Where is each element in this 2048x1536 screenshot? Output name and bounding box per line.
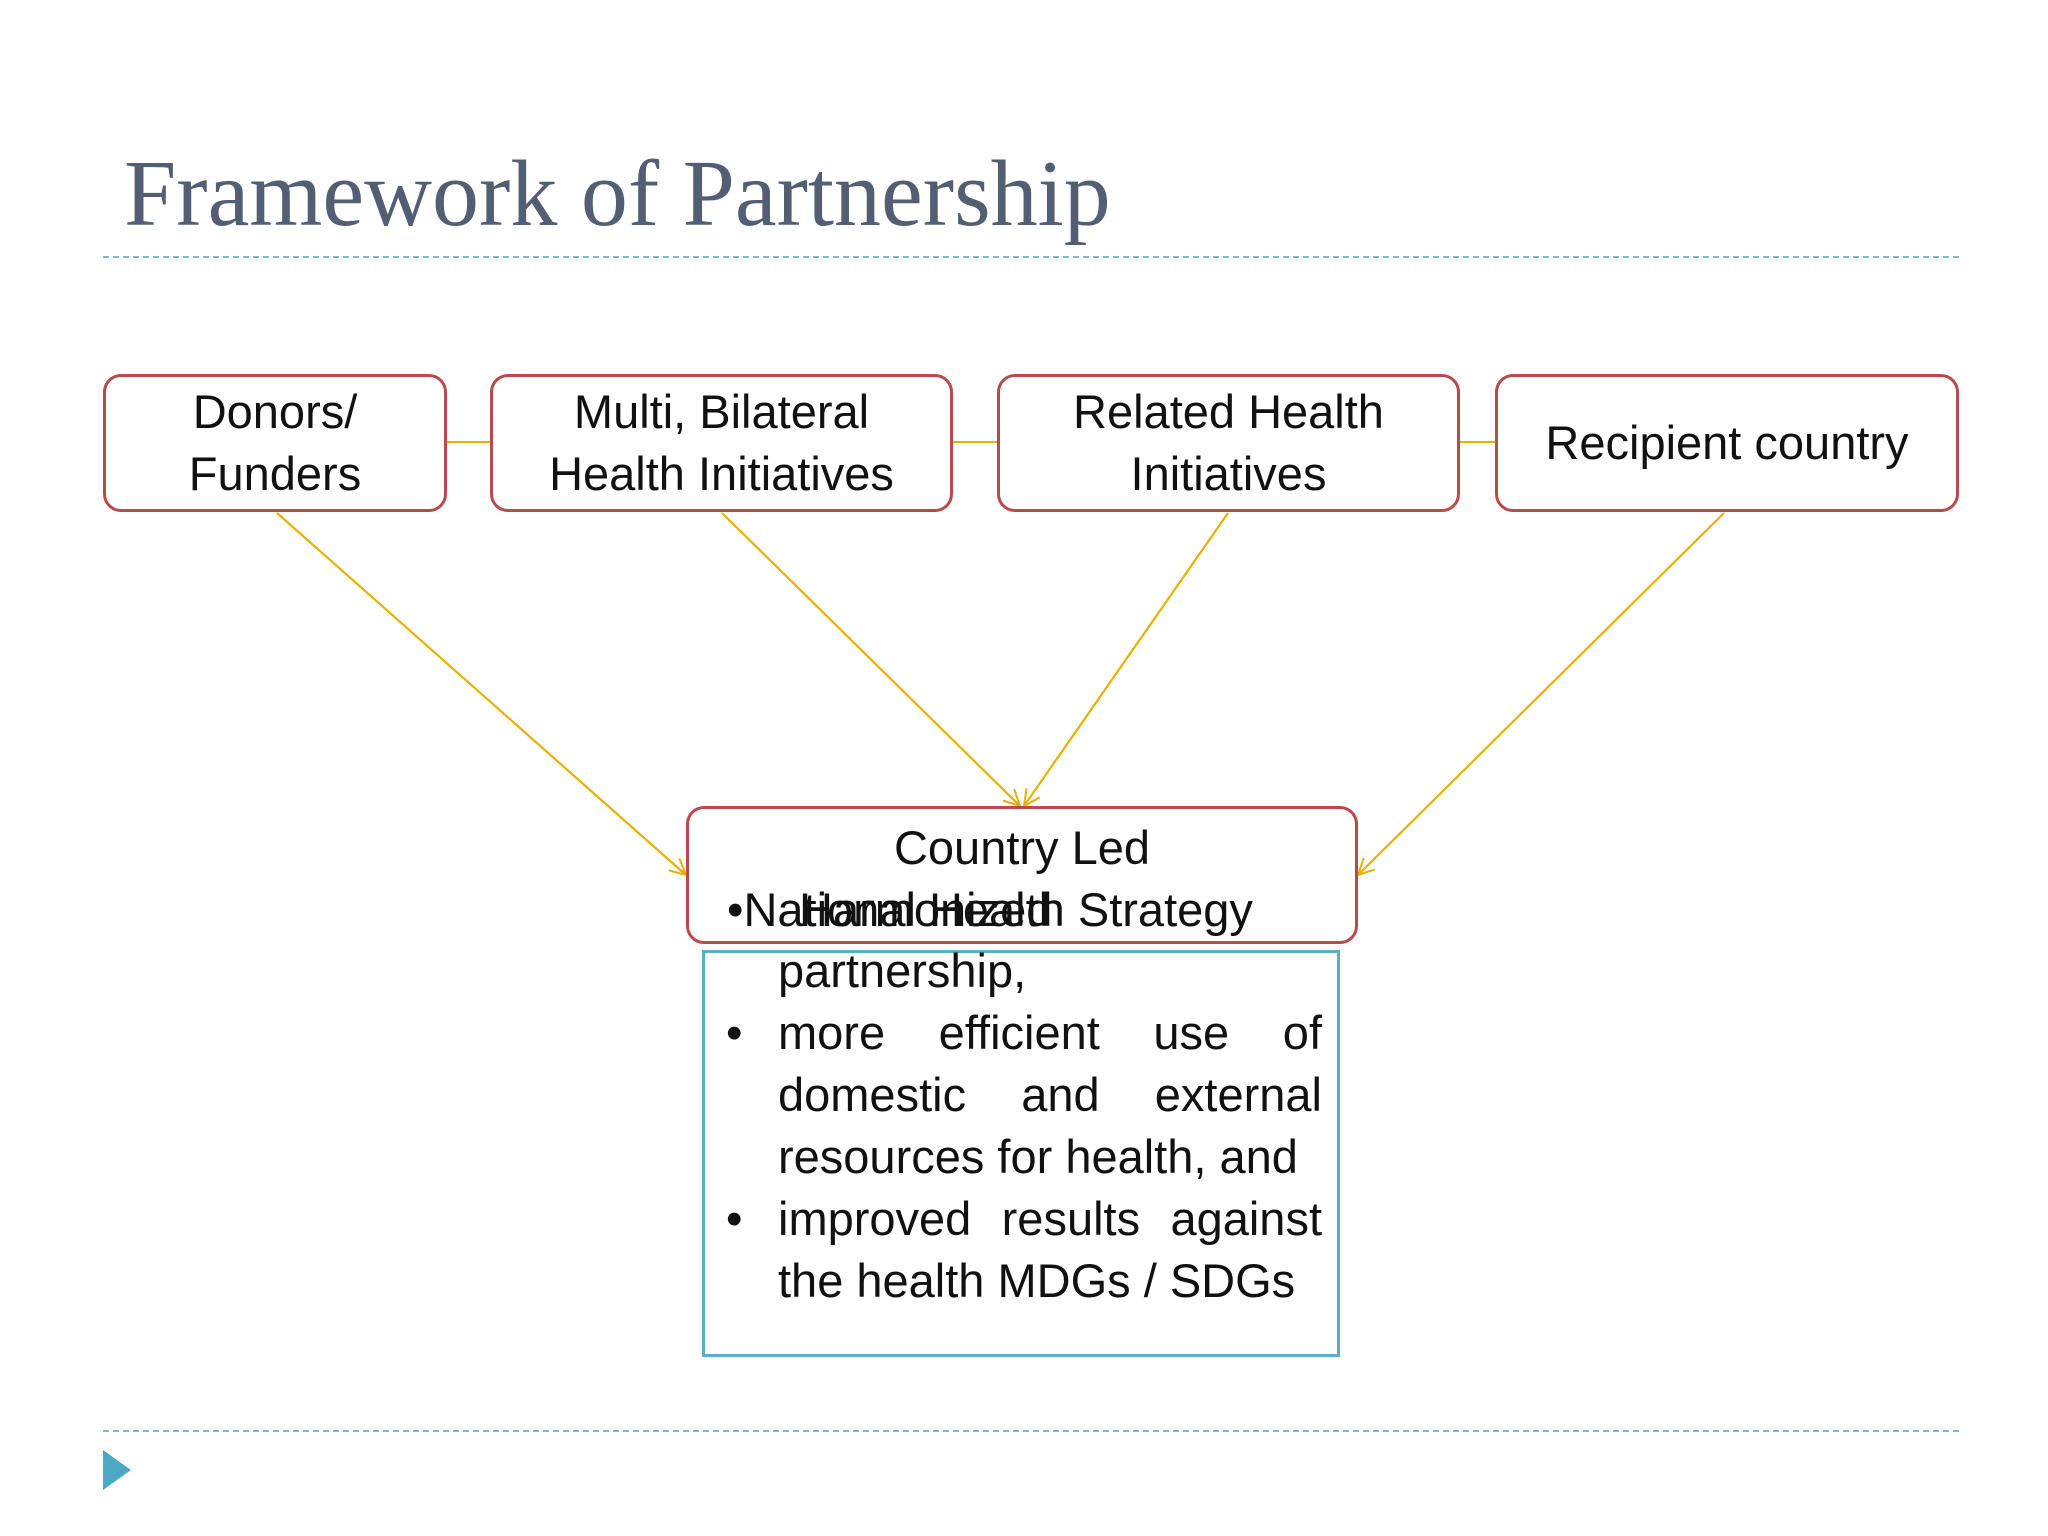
arrow-related-to-country <box>1024 512 1229 806</box>
arrow-donors-to-country <box>276 512 686 875</box>
play-icon[interactable] <box>103 1450 131 1490</box>
national-health-strategy: •National Health Strategy <box>727 883 1253 936</box>
outcome-item: • improved results against the health MD… <box>726 1192 1322 1307</box>
arrow-multi-to-country <box>721 512 1020 806</box>
node-donors-funders: Donors/Funders <box>103 374 447 512</box>
slide-title: Framework of Partnership <box>124 142 1111 246</box>
node-recipient-country: Recipient country <box>1495 374 1959 512</box>
title-divider <box>103 256 1959 258</box>
node-country-led: Country Led •National Health Strategy Ha… <box>686 806 1358 944</box>
outcome-item: • more efficient use of domestic and ext… <box>726 1006 1322 1183</box>
footer-divider <box>103 1430 1959 1432</box>
outcome-item: partnership, <box>778 944 1027 997</box>
outcomes-box <box>702 950 1340 1357</box>
country-led-title: Country Led <box>893 821 1151 874</box>
arrow-recipient-to-country <box>1358 512 1725 875</box>
outcomes-list: partnership, • more efficient use of dom… <box>722 878 1322 1312</box>
harmonized-overlap: Harmonized <box>799 883 1053 936</box>
